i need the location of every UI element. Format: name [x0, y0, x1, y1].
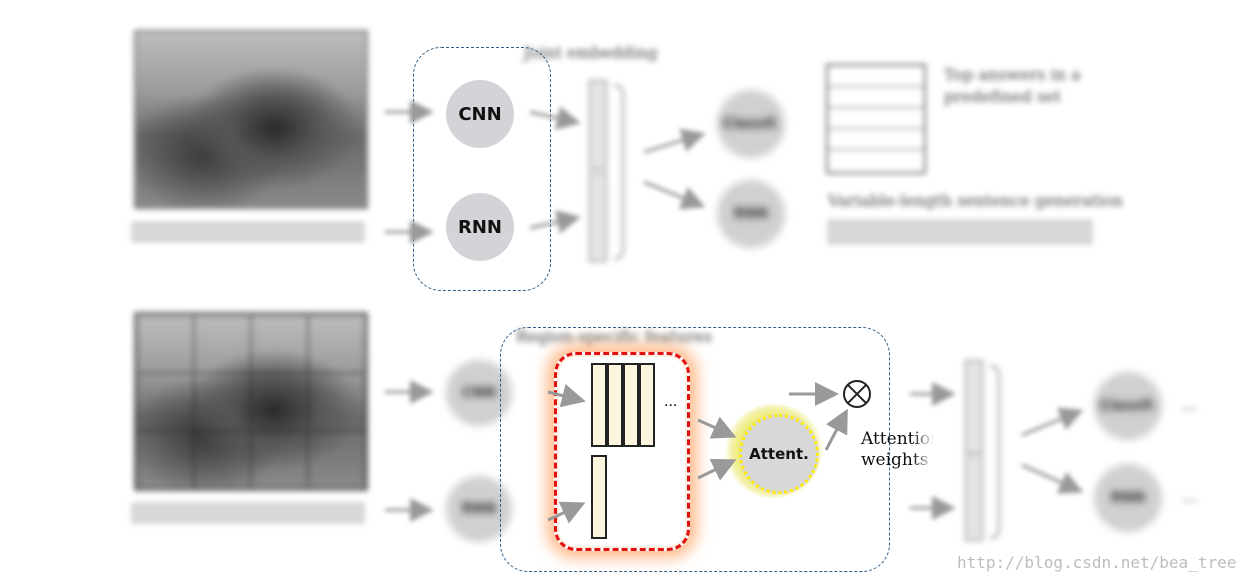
top-cnn-node: CNN	[446, 80, 514, 148]
attention-node: Attent.	[739, 414, 819, 494]
bottom-classifier-node: Classif.	[1094, 372, 1162, 440]
region-features-label: Region-specific features	[516, 327, 712, 346]
answers-table	[826, 64, 926, 174]
bottom-cnn-node: CNN	[446, 360, 512, 426]
generated-sentence-strip	[828, 220, 1092, 244]
top-encoder-group	[413, 47, 551, 291]
answers-caption: Top answers in a predefined set	[944, 65, 1081, 106]
watermark: http://blog.csdn.net/bea_tree	[957, 553, 1237, 572]
joint-embedding-label: Joint embedding	[524, 43, 658, 62]
top-classifier-node: Classif.	[717, 90, 785, 158]
bottom-image-grid	[136, 314, 366, 489]
top-generator-node: RNN	[717, 180, 785, 248]
top-rnn-node: RNN	[446, 193, 514, 261]
region-feature-1	[591, 363, 607, 447]
bottom-generator-node: RNN	[1094, 464, 1162, 532]
trail-ellipsis-2: ...	[1182, 487, 1198, 506]
bottom-joint-vector-upper	[965, 360, 983, 454]
region-feature-2	[607, 363, 623, 447]
top-joint-vector-upper	[589, 80, 607, 170]
trail-ellipsis-1: ...	[1182, 395, 1198, 414]
attention-weights-line2: weights	[861, 450, 929, 470]
region-feature-4	[639, 363, 655, 447]
label-fade	[912, 420, 952, 480]
top-joint-vector-lower	[589, 172, 607, 262]
top-input-image	[134, 30, 368, 209]
attention-group	[500, 327, 890, 572]
generation-caption: Variable-length sentence generation	[828, 191, 1123, 210]
region-ellipsis: ...	[664, 394, 678, 410]
multiply-icon	[843, 380, 871, 408]
bottom-question-strip	[132, 503, 364, 523]
top-question-strip	[132, 222, 364, 242]
bottom-rnn-node: RNN	[446, 476, 512, 542]
bottom-joint-vector-lower	[965, 455, 983, 541]
question-feature	[591, 455, 607, 539]
region-feature-3	[623, 363, 639, 447]
